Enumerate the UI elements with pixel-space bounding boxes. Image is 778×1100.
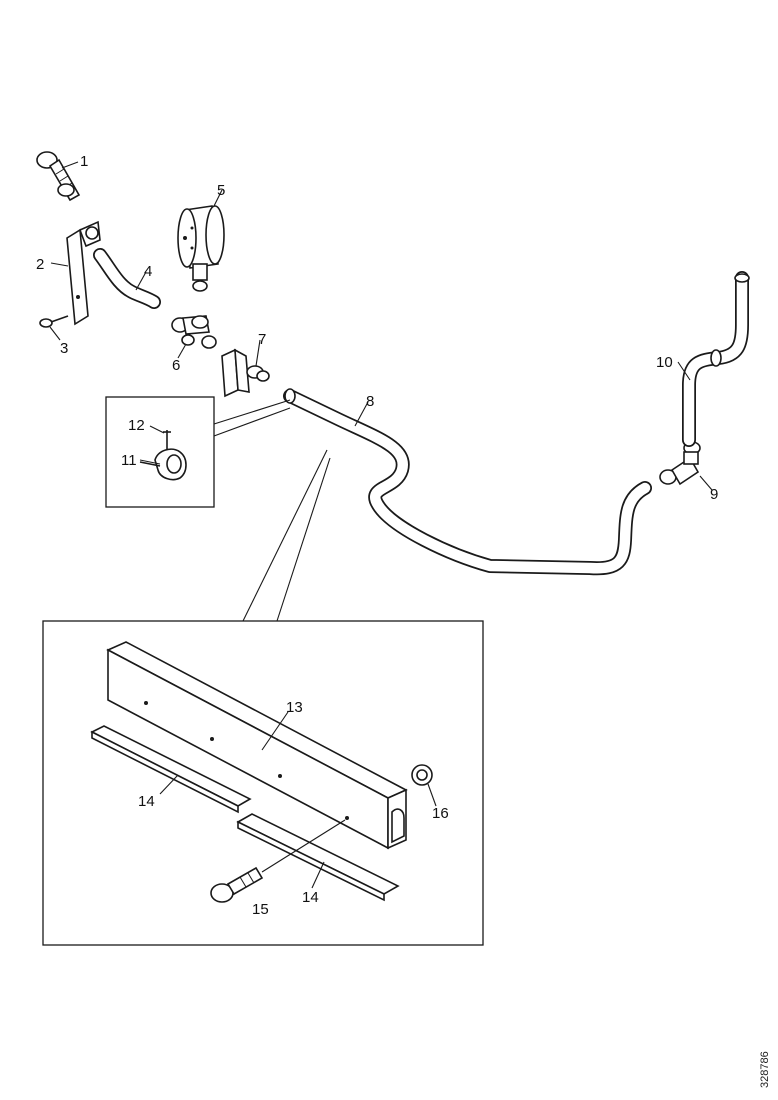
part-6-tee-fitting	[171, 315, 217, 349]
callout-labels: 1 2 3 4 5 6 7 8 9 10 11 12 13 14 14 15 1…	[36, 153, 718, 918]
figure-reference-number: 328786	[759, 1051, 771, 1088]
part-8-main-hose	[283, 388, 652, 576]
part-9-elbow-fitting	[659, 441, 701, 486]
callout-4: 4	[144, 263, 152, 280]
detail-box-clip	[105, 396, 291, 508]
part-15-bolt	[210, 819, 346, 903]
callout-7: 7	[258, 331, 266, 348]
part-16-nut	[411, 764, 433, 786]
callout-2: 2	[36, 256, 44, 273]
callout-16: 16	[432, 805, 449, 822]
part-10-hose	[682, 271, 750, 447]
callout-13: 13	[286, 699, 303, 716]
detail-box-channel	[42, 449, 484, 946]
part-14-strip-right	[236, 813, 400, 902]
callout-1: 1	[80, 153, 88, 170]
part-12-screw	[163, 430, 171, 450]
callout-6: 6	[172, 357, 180, 374]
callout-12: 12	[128, 417, 145, 434]
part-14-strip-left	[90, 725, 252, 814]
callout-3: 3	[60, 340, 68, 357]
part-3-bolt	[39, 315, 69, 328]
leader-lines	[49, 161, 713, 889]
callout-10: 10	[656, 354, 673, 371]
part-2-bracket	[66, 220, 101, 326]
part-13-channel	[106, 641, 408, 850]
callout-11: 11	[121, 452, 137, 469]
part-4-hose	[93, 248, 161, 309]
callout-14-left: 14	[138, 793, 155, 810]
callout-5: 5	[217, 182, 225, 199]
part-7-clamp	[221, 348, 270, 398]
part-1-bolt	[36, 151, 81, 202]
callout-15: 15	[252, 901, 269, 918]
part-5-gauge	[177, 205, 225, 292]
callout-9: 9	[710, 486, 718, 503]
part-11-clip	[139, 448, 187, 481]
callout-14-right: 14	[302, 889, 319, 906]
callout-8: 8	[366, 393, 374, 410]
